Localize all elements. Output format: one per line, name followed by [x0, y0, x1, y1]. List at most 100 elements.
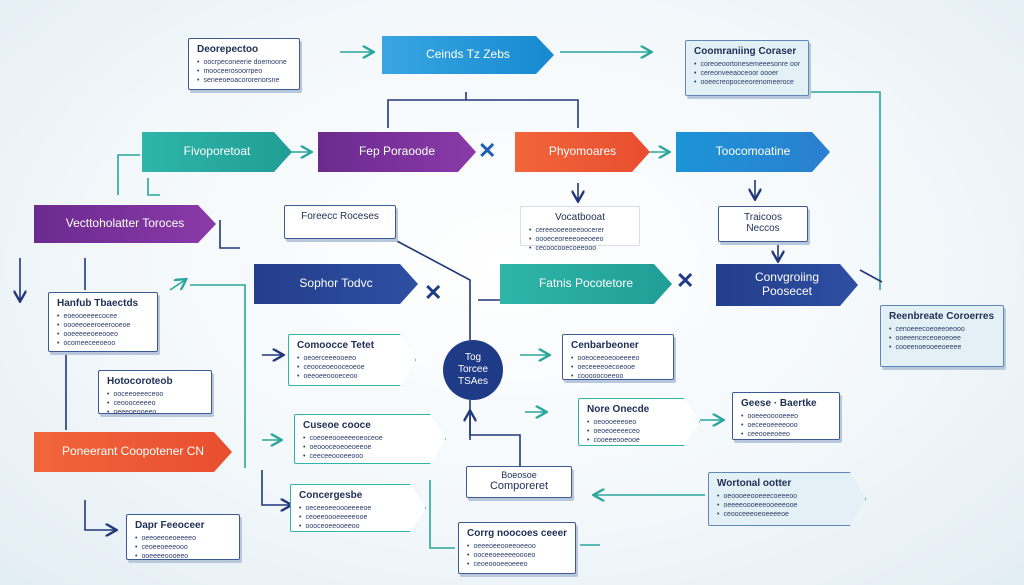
banner-label: Fivoporetoat: [183, 144, 251, 159]
connector: [760, 91, 881, 290]
card-title: Cenbarbeoner: [571, 340, 639, 351]
banner-phyomoares[interactable]: Phyomoares: [515, 132, 650, 172]
list-item: oocrpeconeerie doemoone: [197, 58, 291, 67]
list-item: ooeeeeeoeeooeo: [57, 330, 149, 339]
banner-convgroiing-poosecet[interactable]: Convgroiing Poosecet: [716, 264, 858, 306]
connector: [219, 220, 240, 249]
card-list: oeoooeeeoeo oeoeoeeeeceo cooeeeooeooe: [587, 418, 691, 445]
card-cenbarbeoner[interactable]: Cenbarbeoner ooeoceeoeooeeeeo oeceeeeoec…: [562, 334, 674, 380]
card-list: oeceeoeeoooeeeeoe ceoeeoooeeeeeooe oooce…: [299, 504, 417, 531]
list-item: ceoeoooeeoeeeo: [467, 560, 567, 569]
banner-sophor-todvc[interactable]: Sophor Todvc: [254, 264, 418, 304]
card-traicoos-neccos[interactable]: Traicoos Neccos: [718, 206, 808, 242]
list-item: oeceeoeeeeooo: [741, 421, 831, 430]
list-item: oooeceoreeeoeeoeeo: [529, 235, 631, 244]
card-title: Hotocoroteob: [107, 376, 173, 387]
card-vocatbooat[interactable]: Vocatbooat cereeooeeoeeoocerer oooeceore…: [520, 206, 640, 252]
list-item: oeeeoeeooeeoeeoo: [467, 542, 567, 551]
card-geese-baertke[interactable]: Geese · Baertke ooeeeooooeeeo oeceeoeeee…: [732, 392, 840, 440]
list-item: mooceerosoorrpeo: [197, 67, 291, 76]
card-concergesbe[interactable]: Concergesbe oeceeoeeoooeeeeoe ceoeeoooee…: [290, 484, 426, 532]
card-boeosoe[interactable]: Boeosoe Comporeret: [466, 466, 572, 498]
card-list: oocrpeconeerie doemoone mooceerosoorrpeo…: [197, 58, 291, 85]
card-coomraniing[interactable]: Coomraniing Coraser coreoeoortonesemeees…: [685, 40, 809, 96]
list-item: cooooocoeeoo: [571, 372, 665, 381]
card-cuseoe[interactable]: Cuseoe cooce coeoeeooeeeeoeoceoe oeoooce…: [294, 414, 446, 464]
list-item: ceoooceeeeo: [107, 399, 203, 408]
connector: [387, 99, 579, 128]
list-item: ocomeeceeoeoo: [57, 339, 149, 348]
list-item: oeeeeoooeeeooeeeooe: [717, 501, 857, 510]
list-item: cooeeeooeooe: [587, 436, 691, 445]
banner-label: Fatnis Pocotetore: [538, 276, 634, 291]
banner-fivoporetoat[interactable]: Fivoporetoat: [142, 132, 292, 172]
card-list: cereeooeeoeeoocerer oooeceoreeeoeeoeeo c…: [529, 226, 631, 253]
list-item: oeoooeeooeeecoeeeoo: [717, 492, 857, 501]
card-corrg-noocoes[interactable]: Corrg noocoes ceeer oeeeoeeooeeoeeoo ooc…: [458, 522, 576, 574]
card-title: Concergesbe: [299, 490, 363, 501]
card-title: Dapr Feeoceer: [135, 520, 205, 531]
card-title: Wortonal ootter: [717, 478, 792, 489]
banner-fatnis-pocotetore[interactable]: Fatnis Pocotetore: [500, 264, 672, 304]
center-hub-label: Tog Torcee TSAes: [457, 352, 488, 387]
list-item: ooeoceeoeooeeeeo: [571, 354, 665, 363]
card-nore-onecde[interactable]: Nore Onecde oeoooeeeoeo oeoeoeeeeceo coo…: [578, 398, 700, 446]
banner-label: Vecttoholatter Toroces: [65, 216, 185, 231]
list-item: cereonveeaoceoor oooer: [694, 69, 800, 78]
card-title: Corrg noocoes ceeer: [467, 528, 568, 539]
card-comoocce[interactable]: Comoocce Tetet oeoerceeeooeeo ceooceoeoo…: [288, 334, 416, 386]
list-item: oeoeoeeeeceo: [587, 427, 691, 436]
card-title: Reenbreate Coroerres: [889, 311, 995, 322]
list-item: ooeeeeoooeeo: [135, 552, 231, 561]
list-item: oeceeeeoecoeooe: [571, 363, 665, 372]
banner-label: Toocomoatine: [715, 144, 791, 159]
card-title: Cuseoe cooce: [303, 420, 371, 431]
list-item: oooceoeeooeeoo: [299, 522, 417, 531]
card-list: oeeeoeeooeeoeeoo ooceeoeeeeeoooeo ceoeoo…: [467, 542, 567, 569]
connector: [117, 154, 140, 195]
card-list: oeeoeeoeoeeeeo ceoeeoeeeooo ooeeeeoooeeo: [135, 534, 231, 561]
list-item: ooceeoeeeeeoooeo: [467, 551, 567, 560]
list-item: oeoooeeeoeo: [587, 418, 691, 427]
connector: [429, 480, 455, 549]
card-dapr-feeoceer[interactable]: Dapr Feeoceer oeeoeeoeoeeeeo ceoeeoeeeoo…: [126, 514, 240, 560]
card-title: Traicoos Neccos: [744, 212, 782, 234]
list-item: ooeecreopoceeorenomeeroce: [694, 78, 800, 87]
banner-label: Fep Poraoode: [358, 144, 436, 159]
banner-fep-poraoode[interactable]: Fep Poraoode: [318, 132, 476, 172]
cross-icon: ✕: [676, 268, 695, 293]
list-item: cenoeeecoeoeeoeooo: [889, 325, 995, 334]
card-subtitle: Comporeret: [489, 480, 549, 492]
card-foreecc-roceses[interactable]: Foreecc Roceses: [284, 205, 396, 239]
banner-poneerant-coopotener[interactable]: Poneerant Coopotener CN: [34, 432, 232, 472]
card-hanfub[interactable]: Hanfub Tbaectds eoeooeeeecocee oooeeoeer…: [48, 292, 158, 352]
card-list: coreoeoortonesemeeesonre oor cereonveeao…: [694, 60, 800, 87]
card-deorepectoo[interactable]: Deorepectoo oocrpeconeerie doemoone mooc…: [188, 38, 300, 90]
list-item: ooeeeooooeeeo: [741, 412, 831, 421]
center-hub[interactable]: Tog Torcee TSAes: [443, 340, 503, 400]
list-item: oeoooceoeoeoeeoe: [303, 443, 437, 452]
list-item: ooceeoeeeceoo: [107, 390, 203, 399]
card-list: ooeeeooooeeeo oeceeoeeeeooo ceeooeeoeeo: [741, 412, 831, 439]
banner-top-center[interactable]: Ceinds Tz Zebs: [382, 36, 554, 74]
card-title: Vocatbooat: [554, 212, 606, 223]
list-item: ceeooeeoeeo: [741, 430, 831, 439]
connector: [147, 178, 160, 196]
connector: [859, 269, 883, 283]
list-item: ceoeeoeeeooo: [135, 543, 231, 552]
card-wortonal[interactable]: Wortonal ootter oeoooeeooeeecoeeeoo oeee…: [708, 472, 866, 526]
list-item: cereeooeeoeeoocerer: [529, 226, 631, 235]
card-hotocoroteob[interactable]: Hotocoroteob ooceeoeeeceoo ceoooceeeeo o…: [98, 370, 212, 416]
connector: [169, 280, 185, 291]
banner-label: Ceinds Tz Zebs: [426, 47, 510, 62]
card-title: Hanfub Tbaectds: [57, 298, 139, 309]
banner-toocomoatine[interactable]: Toocomoatine: [676, 132, 830, 172]
card-title: Comoocce Tetet: [297, 340, 375, 351]
card-title: Geese · Baertke: [741, 398, 817, 409]
cross-icon: ✕: [478, 138, 497, 163]
card-reenbreate[interactable]: Reenbreate Coroerres cenoeeecoeoeeoeooo …: [880, 305, 1004, 367]
list-item: seneeoeoacororenorsne: [197, 76, 291, 85]
banner-vecttoholatter[interactable]: Vecttoholatter Toroces: [34, 205, 216, 243]
list-item: ceoeeoooeeeeeooe: [299, 513, 417, 522]
